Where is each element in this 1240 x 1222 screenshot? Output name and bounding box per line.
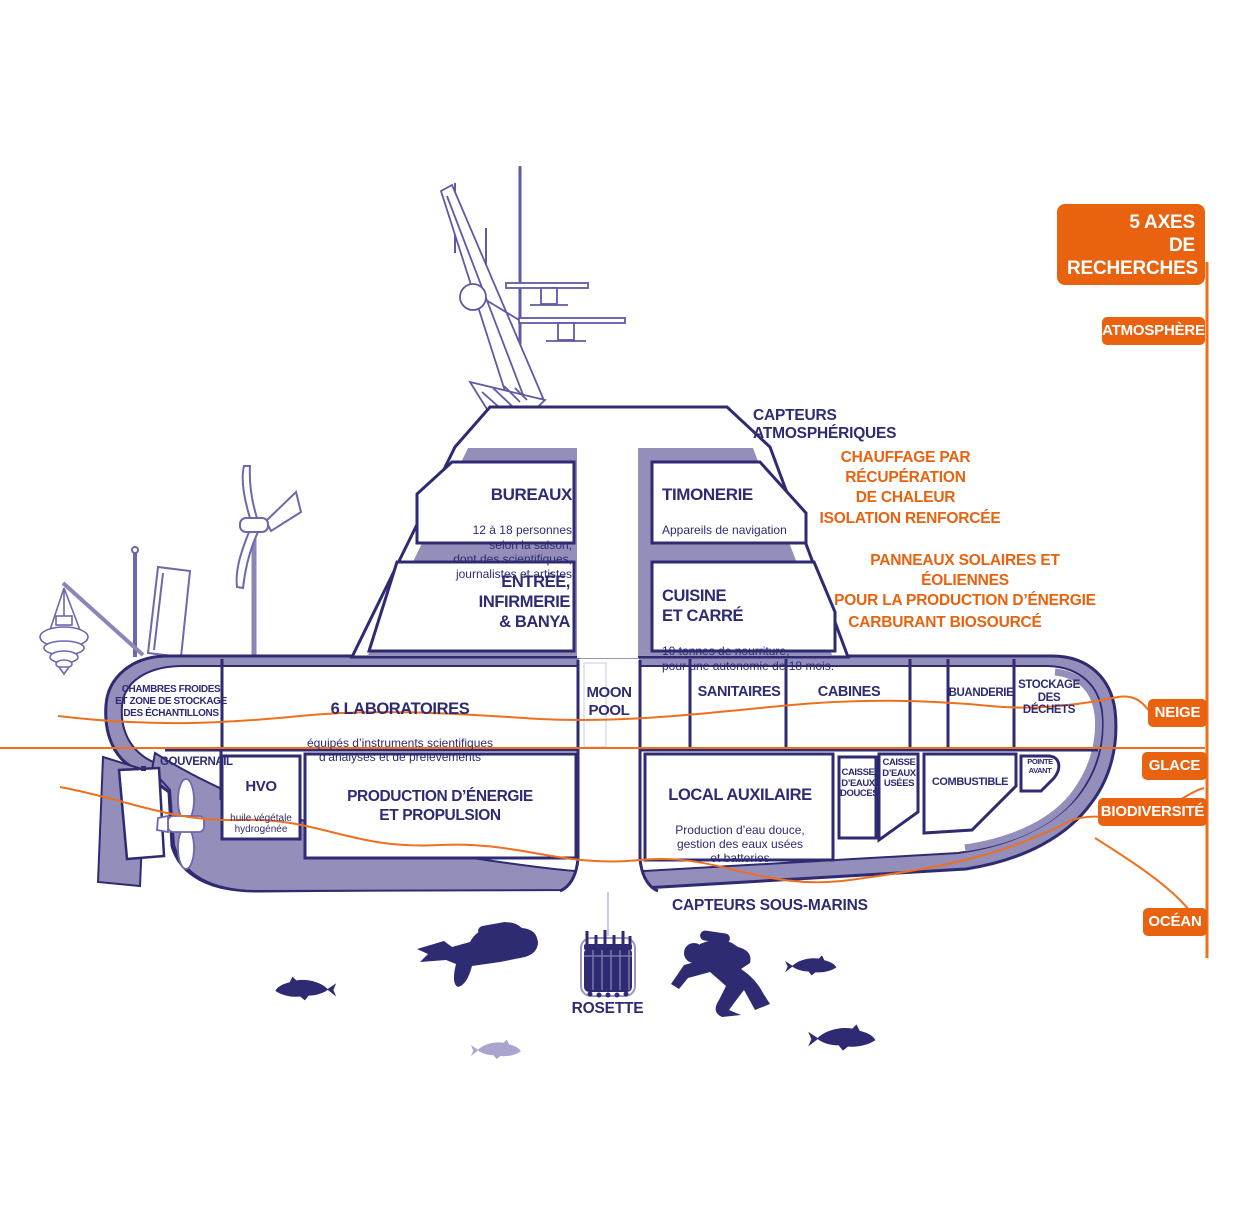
lamp-device [39,587,89,676]
crane [61,546,192,659]
rosette-device-icon [580,892,636,998]
room-sanitaires: SANITAIRES [697,684,781,700]
axis-line-neige [57,695,1151,725]
room-chambres-froides: CHAMBRES FROIDES ET ZONE DE STOCKAGE DES… [115,684,227,719]
room-gouvernail: GOUVERNAIL [160,756,233,768]
axis-label-neige: NEIGE [1148,699,1207,727]
room-laboratoires: 6 LABORATOIRES équipés d’instruments sci… [306,700,494,764]
fish-icon [785,955,837,976]
mast [439,166,626,472]
callout-capteurs-atmospheriques: CAPTEURS ATMOSPHÉRIQUES [753,407,897,442]
room-bureaux: BUREAUX 12 à 18 personnes selon la saiso… [453,485,572,581]
room-production: PRODUCTION D’ÉNERGIE ET PROPULSION [347,788,533,824]
room-entree: ENTRÉE, INFIRMERIE & BANYA [478,573,571,631]
callout-panneaux: PANNEAUX SOLAIRES ET ÉOLIENNES POUR LA P… [834,552,1096,609]
fish-icon [275,976,337,1001]
room-cabines: CABINES [817,684,881,700]
deck-partitions [165,659,1098,800]
callout-capteurs-sous-marins: CAPTEURS SOUS-MARINS [672,897,868,914]
room-hvo: HVO huile végétale hydrogénée [230,778,292,835]
rosette-label: ROSETTE [571,1000,644,1017]
room-cuisine: CUISINE ET CARRÉ 10 tonnes de nourriture… [662,587,835,673]
axis-line-biodiversite [59,786,1205,884]
room-buanderie: BUANDERIE [948,687,1014,699]
callout-isolation: ISOLATION RENFORCÉE [819,510,1001,527]
axis-label-glace: GLACE [1142,752,1207,780]
callout-chauffage: CHAUFFAGE PAR RÉCUPÉRATION DE CHALEUR [840,449,971,506]
room-stockage-dechets: STOCKAGE DES DÉCHETS [1018,679,1080,716]
superstructure [349,405,851,659]
room-timonerie: TIMONERIE Appareils de navigation [662,485,787,537]
propeller [156,778,205,870]
fish-icon [808,1024,876,1051]
room-moon-pool: MOON POOL [586,684,632,719]
lower-rooms [220,752,1061,862]
room-combustible: COMBUSTIBLE [931,776,1009,788]
wind-turbine [235,465,303,657]
rudder [96,755,166,888]
axis-label-atmosphere: ATMOSPHÈRE [1102,317,1205,345]
fish-icon [470,1039,521,1060]
five-axes-title: 5 AXES DE RECHERCHES [1057,204,1205,285]
axis-label-biodiversite: BIODIVERSITÉ [1098,798,1207,826]
axis-label-ocean: OCÉAN [1143,908,1207,936]
diver-icon [417,922,538,987]
room-caisse-eaux-usees: CAISSE D’EAUX USÉES [882,757,916,789]
room-pointe-avant: POINTE AVANT [1027,757,1053,775]
room-local-auxilaire: LOCAL AUXILAIRE Production d’eau douce, … [668,786,812,865]
room-caisse-eaux-douces: CAISSE D’EAUX DOUCES [840,767,879,799]
diver-icon [671,930,770,1017]
callout-carburant: CARBURANT BIOSOURCÉ [848,614,1042,631]
